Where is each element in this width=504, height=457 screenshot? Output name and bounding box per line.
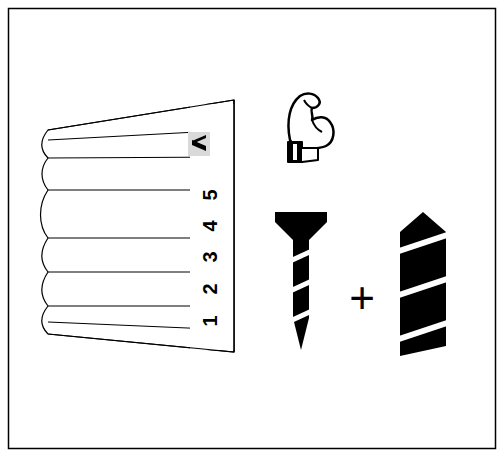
setting-number: 5 <box>200 189 220 200</box>
torque-collar <box>41 100 235 352</box>
drill-bit-icon <box>396 212 450 356</box>
setting-number: 1 <box>200 315 220 326</box>
setting-number: 4 <box>200 220 220 231</box>
plus-sign: + <box>349 276 375 320</box>
setting-number-holder: 1 <box>200 315 220 326</box>
drill-mode-symbol <box>188 132 210 156</box>
setting-number: 2 <box>200 283 220 294</box>
setting-number-holder: 3 <box>200 251 220 262</box>
muscle-icon <box>288 94 333 162</box>
setting-number-holder: 5 <box>200 189 220 200</box>
setting-number: 3 <box>200 251 220 262</box>
setting-number-holder: 4 <box>200 220 220 231</box>
screw-icon <box>275 212 327 350</box>
frame <box>9 9 496 449</box>
setting-number-holder: 2 <box>200 283 220 294</box>
plus-sign-holder: + <box>349 276 375 320</box>
